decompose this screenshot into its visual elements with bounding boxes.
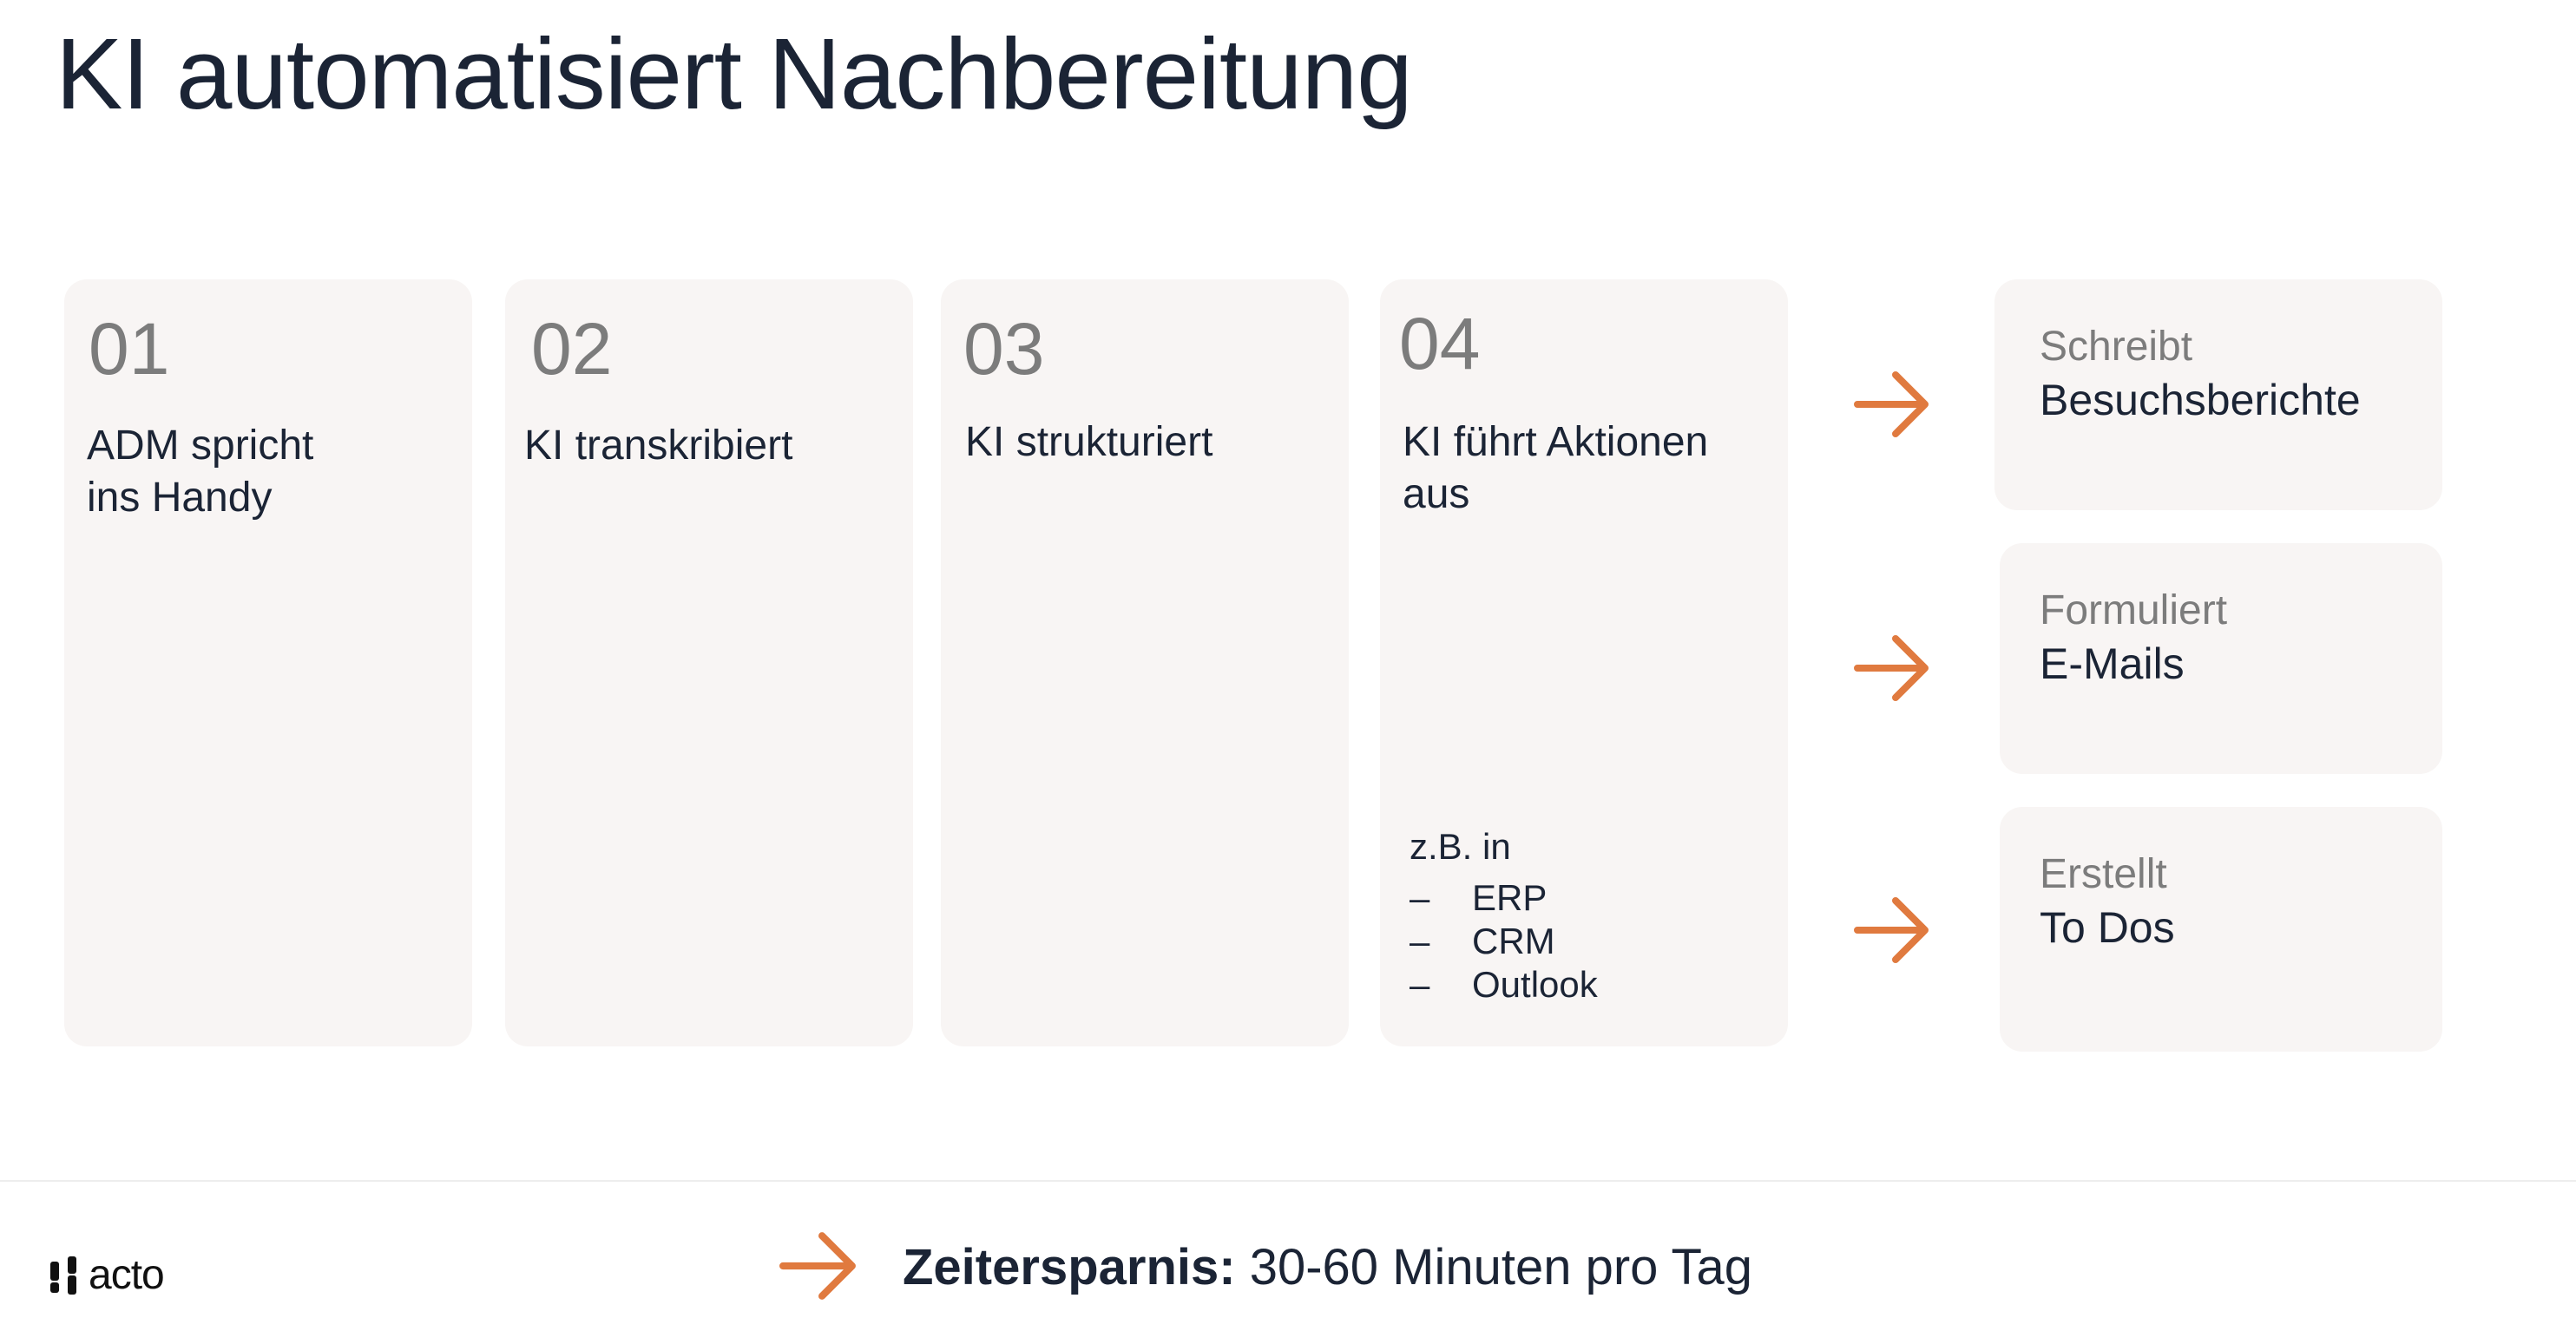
examples-label: z.B. in (1410, 826, 1511, 867)
example-crm: CRM (1472, 921, 1555, 961)
example-erp: ERP (1472, 877, 1548, 918)
result-object: To Dos (2040, 903, 2175, 952)
arrow-right-icon (1854, 897, 1929, 963)
arrow-right-icon (1854, 371, 1929, 437)
step-number: 01 (89, 308, 170, 390)
list-item: – CRM (1410, 920, 1598, 963)
step-text: KI transkribiert (524, 423, 793, 469)
dash-icon: – (1410, 964, 1430, 1005)
step-card-02: 02 KI transkribiert (505, 279, 913, 1046)
result-card-besuchsberichte: Schreibt Besuchsberichte (1994, 279, 2442, 510)
examples-list: z.B. in – ERP – CRM – Outlook (1410, 823, 1598, 1006)
step-text: KI führt Aktionen aus (1403, 419, 1709, 517)
result-object: E-Mails (2040, 639, 2185, 688)
result-verb: Schreibt (2040, 324, 2193, 370)
step-number: 03 (963, 308, 1045, 390)
dash-icon: – (1410, 921, 1430, 961)
logo-text: acto (89, 1252, 165, 1298)
arrow-right-icon (1854, 635, 1929, 701)
logo: acto (49, 1251, 165, 1299)
result-object: Besuchsberichte (2040, 376, 2361, 424)
step-text: ADM spricht ins Handy (87, 423, 314, 521)
step-card-03: 03 KI strukturiert (941, 279, 1349, 1046)
result-card-emails: Formuliert E-Mails (2000, 543, 2442, 774)
dash-icon: – (1410, 877, 1430, 918)
arrow-right-icon (779, 1232, 856, 1300)
acto-logo-icon (50, 1256, 76, 1295)
result-verb: Formuliert (2040, 587, 2228, 633)
savings-label: Zeitersparnis: (903, 1239, 1236, 1295)
step-card-01: 01 ADM spricht ins Handy (64, 279, 472, 1046)
step-number: 04 (1399, 303, 1481, 384)
list-item: – Outlook (1410, 963, 1598, 1006)
step-card-04: 04 KI führt Aktionen aus z.B. in – ERP – C… (1380, 279, 1788, 1046)
time-savings: Zeitersparnis: 30-60 Minuten pro Tag (903, 1237, 1752, 1298)
result-card-todos: Erstellt To Dos (2000, 807, 2442, 1052)
step-text: KI strukturiert (965, 419, 1213, 465)
result-verb: Erstellt (2040, 851, 2167, 897)
list-item: – ERP (1410, 876, 1598, 920)
example-outlook: Outlook (1472, 964, 1598, 1005)
step-number: 02 (531, 308, 613, 390)
savings-value: 30-60 Minuten pro Tag (1235, 1239, 1753, 1295)
slide-title: KI automatisiert Nachbereitung (56, 17, 1413, 130)
footer-divider (0, 1180, 2576, 1182)
